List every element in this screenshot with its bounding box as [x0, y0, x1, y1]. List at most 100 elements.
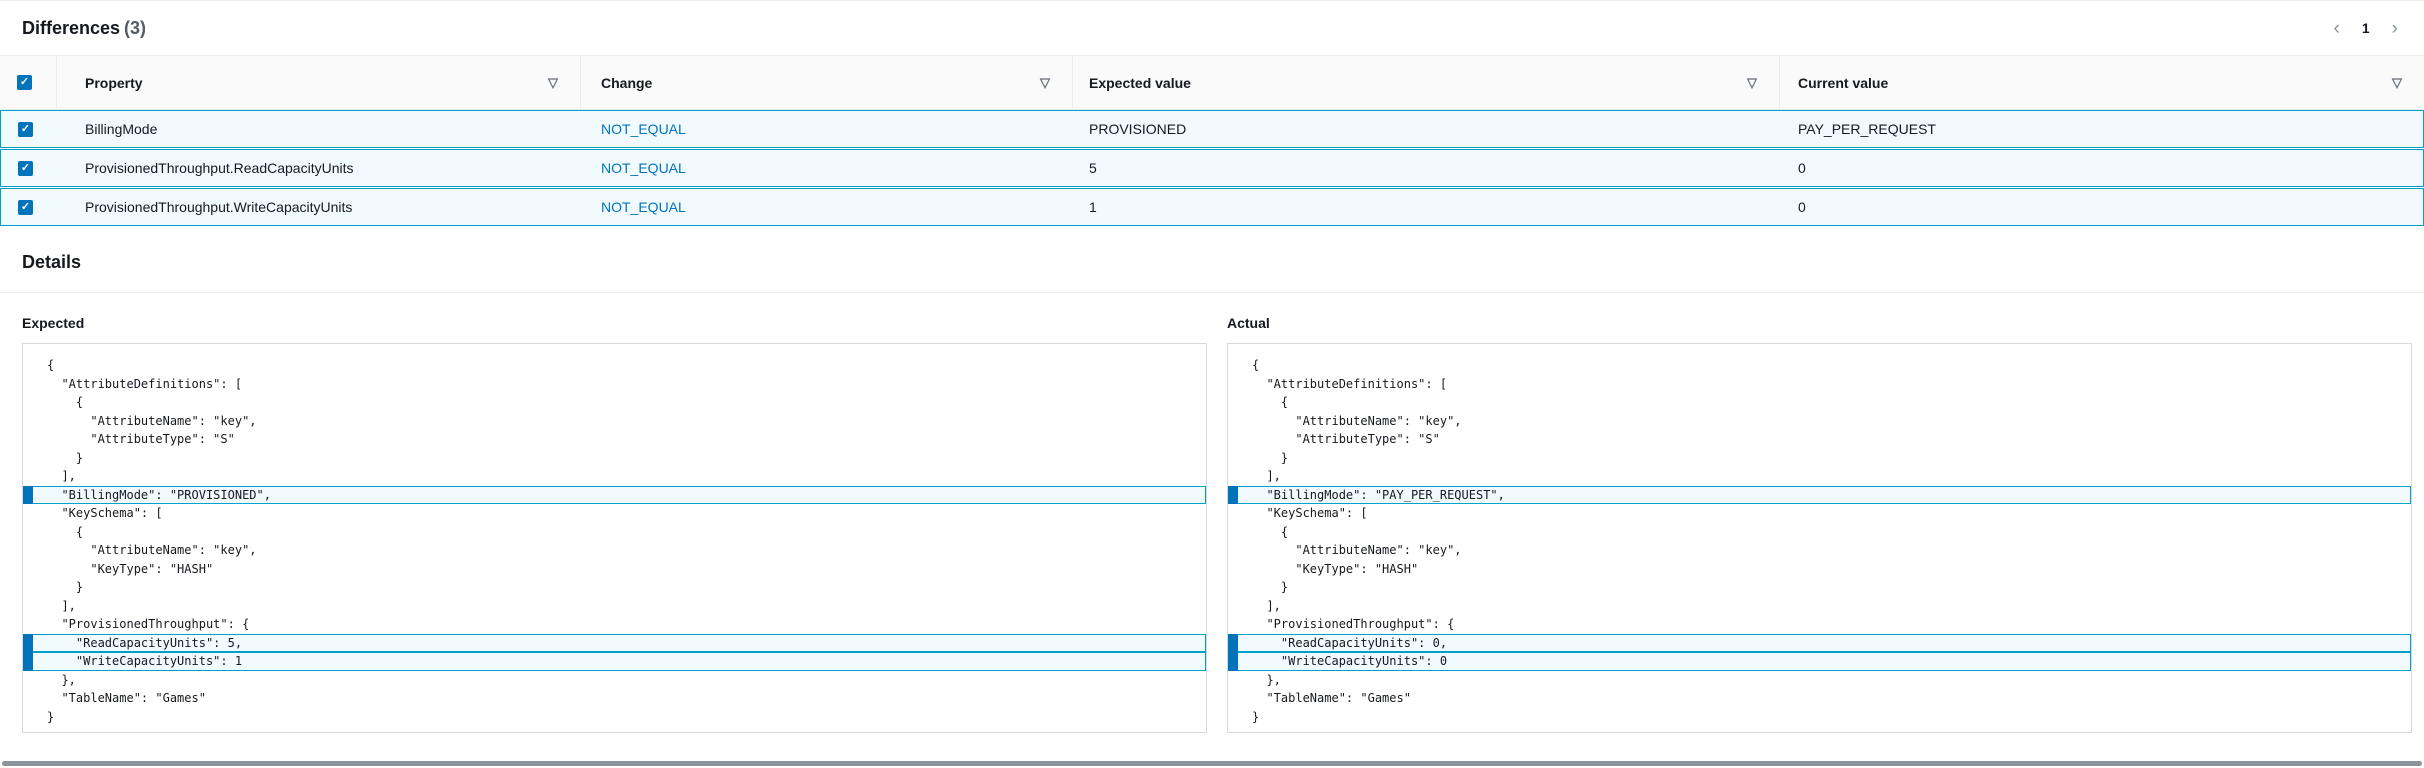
code-line: ],	[47, 598, 76, 613]
cell-property: BillingMode	[85, 121, 158, 137]
code-line: "AttributeName": "key",	[47, 543, 257, 557]
code-line-highlighted: "ReadCapacityUnits": 5,	[23, 633, 1206, 652]
check-icon: ✓	[20, 200, 31, 213]
code-line: "KeySchema": [	[47, 506, 163, 520]
table-row[interactable]: ✓ ProvisionedThroughput.WriteCapacityUnit…	[0, 188, 2424, 226]
code-line: "KeyType": "HASH"	[47, 561, 214, 576]
select-all-checkbox-cell: ✓	[0, 56, 56, 109]
code-line: "AttributeName": "key",	[47, 413, 257, 428]
table-row[interactable]: ✓ ProvisionedThroughput.ReadCapacityUnits…	[0, 149, 2424, 187]
details-body: Expected { "AttributeDefinitions": [ { "…	[0, 293, 2424, 733]
actual-column: Actual { "AttributeDefinitions": [ { "At…	[1227, 315, 2412, 733]
details-header: Details	[0, 227, 2424, 293]
code-line: }	[47, 709, 55, 724]
cell-current-value: PAY_PER_REQUEST	[1798, 121, 1936, 137]
code-line: }	[47, 580, 84, 594]
code-line: {	[1252, 358, 1260, 372]
code-line-highlighted: "WriteCapacityUnits": 0	[1228, 652, 2411, 671]
row-checkbox[interactable]: ✓	[18, 199, 33, 215]
cell-expected-value: 5	[1089, 160, 1097, 176]
code-line: }	[1252, 580, 1289, 594]
expected-label: Expected	[22, 315, 85, 331]
row-checkbox-cell: ✓	[1, 111, 57, 147]
column-header-expected-value-label: Expected value	[1089, 74, 1191, 91]
code-line: {	[1252, 524, 1289, 539]
cell-expected-value: 1	[1089, 199, 1097, 215]
pagination-current-page[interactable]: 1	[2361, 20, 2370, 36]
actual-code-block: { "AttributeDefinitions": [ { "Attribute…	[1227, 343, 2412, 733]
table-row[interactable]: ✓ BillingMode NOT_EQUAL PROVISIONED PAY_PER_…	[0, 110, 2424, 148]
differences-title: Differences(3)	[22, 18, 146, 39]
cell-current-value: 0	[1798, 160, 1806, 176]
code-line-highlighted: "WriteCapacityUnits": 1	[23, 652, 1206, 671]
select-all-checkbox[interactable]: ✓	[17, 75, 32, 90]
code-line: ],	[1252, 469, 1281, 483]
code-line-highlighted: "ReadCapacityUnits": 0,	[1228, 633, 2411, 652]
cell-expected-value: PROVISIONED	[1089, 121, 1187, 137]
details-section: Details Expected { "AttributeDefinitions…	[0, 227, 2424, 733]
code-line: "TableName": "Games"	[47, 691, 206, 705]
cell-property: ProvisionedThroughput.ReadCapacityUnits	[85, 160, 354, 176]
code-line: {	[1252, 395, 1289, 409]
code-line: "TableName": "Games"	[1252, 691, 1411, 705]
column-header-expected-value: Expected value ▽	[1072, 56, 1779, 109]
cell-change-link[interactable]: NOT_EQUAL	[601, 121, 686, 137]
code-line: "AttributeType": "S"	[1252, 432, 1440, 446]
expected-code-block: { "AttributeDefinitions": [ { "Attribute…	[22, 343, 1207, 733]
code-line: {	[47, 524, 84, 539]
code-line: ],	[1252, 598, 1281, 613]
code-line: "KeyType": "HASH"	[1252, 561, 1419, 576]
diff-table-header: ✓ Property ▽ Change ▽ Expected value ▽ C…	[0, 56, 2424, 110]
cell-change-link[interactable]: NOT_EQUAL	[601, 199, 686, 215]
column-header-current-value-label: Current value	[1798, 74, 1889, 91]
actual-label: Actual	[1227, 315, 1270, 331]
cell-current-value: 0	[1798, 199, 1806, 215]
expected-column: Expected { "AttributeDefinitions": [ { "…	[22, 315, 1207, 733]
cell-property: ProvisionedThroughput.WriteCapacityUnits	[85, 199, 353, 215]
code-line: }	[1252, 709, 1260, 724]
filter-icon[interactable]: ▽	[2392, 75, 2402, 90]
row-checkbox[interactable]: ✓	[18, 121, 33, 137]
filter-icon[interactable]: ▽	[1747, 75, 1757, 90]
code-line: "ProvisionedThroughput": {	[47, 617, 250, 631]
code-line: {	[47, 358, 55, 372]
column-header-change-label: Change	[601, 74, 653, 91]
horizontal-scrollbar[interactable]	[2, 761, 2422, 766]
code-line: }	[1252, 450, 1289, 465]
code-line: "AttributeDefinitions": [	[47, 376, 243, 391]
pagination-prev-button[interactable]: ‹	[2333, 17, 2340, 39]
check-icon: ✓	[19, 76, 30, 88]
code-line-highlighted: "BillingMode": "PAY_PER_REQUEST",	[1228, 485, 2411, 504]
column-header-change: Change ▽	[580, 56, 1072, 109]
filter-icon[interactable]: ▽	[548, 75, 558, 90]
code-line: "AttributeDefinitions": [	[1252, 376, 1448, 391]
column-header-property: Property ▽	[56, 56, 580, 109]
code-line: "AttributeName": "key",	[1252, 413, 1462, 428]
code-line: "KeySchema": [	[1252, 506, 1368, 520]
check-icon: ✓	[20, 161, 31, 174]
code-line: }	[47, 450, 84, 465]
row-checkbox-cell: ✓	[1, 189, 57, 225]
filter-icon[interactable]: ▽	[1040, 75, 1050, 90]
code-line: ],	[47, 469, 76, 483]
row-checkbox-cell: ✓	[1, 150, 57, 186]
pagination: ‹ 1 ›	[2332, 19, 2400, 38]
code-line: {	[47, 395, 84, 409]
differences-header: Differences(3) ‹ 1 ›	[0, 1, 2424, 56]
column-header-property-label: Property	[85, 74, 143, 91]
details-title: Details	[22, 252, 82, 272]
differences-title-text: Differences	[22, 17, 121, 38]
pagination-next-button[interactable]: ›	[2391, 17, 2398, 39]
differences-count: (3)	[124, 17, 147, 38]
code-line-highlighted: "BillingMode": "PROVISIONED",	[23, 485, 1206, 504]
code-line: "AttributeType": "S"	[47, 432, 235, 446]
column-header-current-value: Current value ▽	[1779, 56, 2424, 109]
code-line: "ProvisionedThroughput": {	[1252, 617, 1455, 631]
code-line: },	[47, 672, 76, 687]
cell-change-link[interactable]: NOT_EQUAL	[601, 160, 686, 176]
code-line: },	[1252, 672, 1281, 687]
row-checkbox[interactable]: ✓	[18, 160, 33, 176]
check-icon: ✓	[20, 122, 31, 135]
code-line: "AttributeName": "key",	[1252, 543, 1462, 557]
